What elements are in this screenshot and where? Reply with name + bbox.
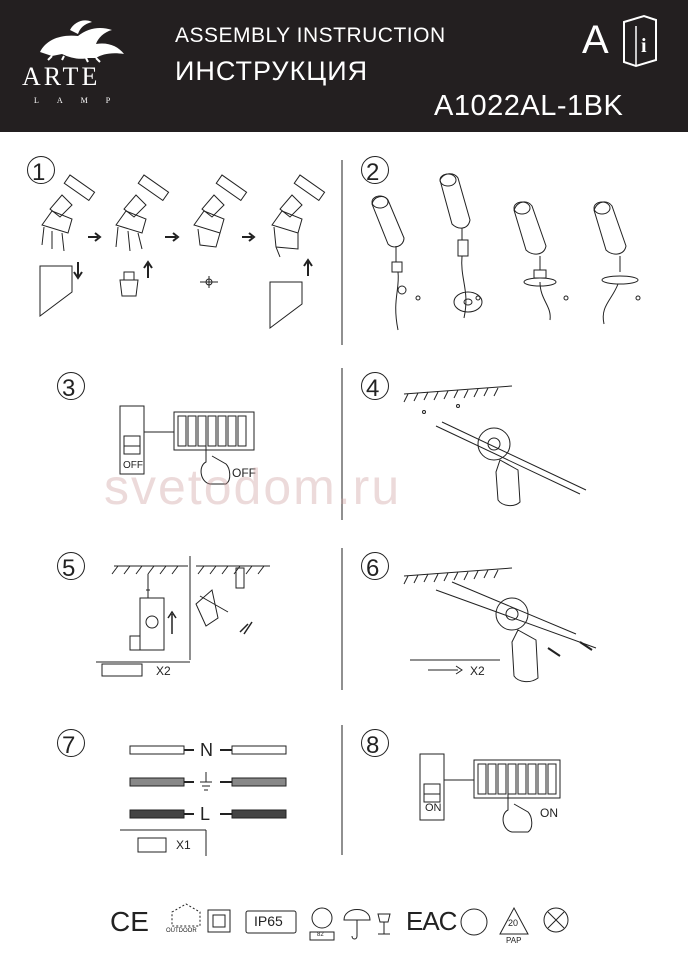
neutral-label: N (200, 740, 213, 760)
brand-sub: LAMP (34, 96, 129, 105)
connector-quantity: X1 (176, 838, 191, 852)
dowel-quantity: X2 (156, 664, 171, 678)
step-number-7: 7 (57, 729, 85, 760)
ip-rating: IP65 (254, 913, 283, 929)
switch-off-label: OFF (123, 460, 143, 471)
language-letter: A (582, 18, 609, 62)
terminal-off-label: OFF (232, 466, 256, 480)
step3-drawing (119, 405, 255, 485)
step-number-4: 4 (361, 372, 389, 403)
switch-on-label: ON (425, 802, 442, 814)
model-number: A1022AL-1BK (434, 90, 624, 122)
step1-drawing (39, 174, 326, 329)
pap-label: PAP (506, 936, 522, 945)
header-bar: ARTE LAMP ASSEMBLY INSTRUCTION ИНСТРУКЦИ… (0, 0, 688, 132)
step-number-6: 6 (361, 552, 389, 583)
screw-quantity: X2 (470, 664, 485, 678)
ce-mark: CE (110, 906, 149, 937)
step7-drawing (120, 745, 287, 856)
svg-text:i: i (641, 35, 647, 57)
title-english: ASSEMBLY INSTRUCTION (175, 24, 446, 47)
eac-mark: EAC (406, 906, 457, 936)
recycle-number: 20 (508, 918, 519, 928)
step-number-8: 8 (361, 729, 389, 760)
step-number-3: 3 (57, 372, 85, 403)
outdoor-label: OUTDOOR (166, 928, 197, 934)
step5-drawing (96, 556, 270, 677)
brand-name: ARTE (22, 62, 101, 91)
watermark: svetodom.ru (104, 459, 402, 515)
griffin-logo-icon (40, 20, 124, 63)
step-number-2: 2 (361, 156, 389, 187)
step6-drawing (403, 567, 597, 683)
step-number-1: 1 (27, 156, 55, 187)
title-russian: ИНСТРУКЦИЯ (175, 56, 369, 86)
step4-drawing (403, 385, 587, 507)
live-label: L (200, 804, 211, 824)
step-number-5: 5 (57, 552, 85, 583)
step8-drawing (419, 753, 561, 833)
step2-drawing (371, 173, 641, 331)
terminal-on-label: ON (540, 806, 558, 820)
info-book-icon: i (623, 14, 657, 68)
rating-label: 82 (317, 932, 324, 938)
cert-icons (171, 903, 569, 941)
